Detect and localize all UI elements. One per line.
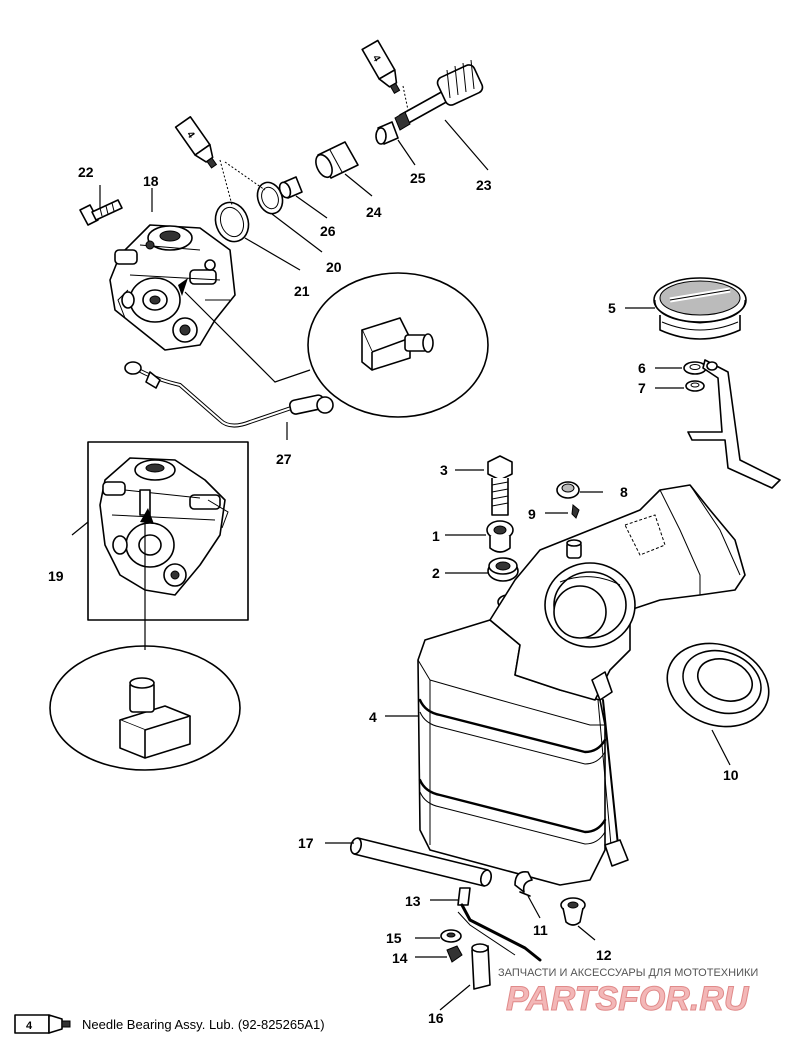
callout-27: 27 <box>276 451 292 467</box>
grommet-10 <box>666 642 770 728</box>
callout-9: 9 <box>528 506 536 522</box>
tube-marker-label: 4 <box>370 53 383 64</box>
callout-10: 10 <box>723 767 739 783</box>
callout-22: 22 <box>78 164 94 180</box>
driven-gear-shaft <box>394 59 484 131</box>
lubricant-tube-icon: 4 <box>361 39 401 94</box>
callout-23: 23 <box>476 177 492 193</box>
screw-9 <box>571 504 580 519</box>
plug-12 <box>560 897 586 926</box>
callout-20: 20 <box>326 259 342 275</box>
bolt-3 <box>487 455 513 516</box>
callout-17: 17 <box>298 835 314 851</box>
lubricant-tube-icon: 4 <box>174 116 218 169</box>
callout-18: 18 <box>143 173 159 189</box>
callout-7: 7 <box>638 380 646 396</box>
oil-line-27 <box>124 361 334 428</box>
callout-25: 25 <box>410 170 426 186</box>
callout-3: 3 <box>440 462 448 478</box>
callout-5: 5 <box>608 300 616 316</box>
detail-magnifier-upper <box>307 272 489 418</box>
washer-2 <box>487 557 519 582</box>
callout-21: 21 <box>294 283 310 299</box>
detail-magnifier-lower <box>49 645 241 771</box>
tube-marker-label: 4 <box>184 130 196 141</box>
bushing-cap <box>375 121 399 145</box>
washer-7 <box>685 380 705 392</box>
bushing <box>278 176 303 199</box>
oil-line-13 <box>457 887 542 962</box>
oil-pump-18 <box>109 224 236 351</box>
watermark-logo: PARTSFOR.RU <box>506 980 750 1018</box>
o-ring-20 <box>256 181 284 215</box>
legend-marker: 4 <box>26 1020 33 1032</box>
callout-6: 6 <box>638 360 646 376</box>
callout-26: 26 <box>320 223 336 239</box>
callout-14: 14 <box>392 950 408 966</box>
watermark-tagline: ЗАПЧАСТИ И АКСЕССУАРЫ ДЛЯ МОТОТЕХНИКИ <box>498 967 758 979</box>
legend-text: Needle Bearing Assy. Lub. (92-825265A1) <box>82 1017 325 1032</box>
clamp-11 <box>514 870 533 897</box>
grommet-8 <box>556 481 580 499</box>
callout-8: 8 <box>620 484 628 500</box>
spacer-16 <box>471 943 491 990</box>
callout-12: 12 <box>596 947 612 963</box>
nut-14 <box>446 945 463 963</box>
oil-pump-19 <box>99 457 229 596</box>
pump-19-frame <box>87 441 249 621</box>
grommet-1 <box>486 520 514 553</box>
lubricant-tube-icon: 4 <box>14 1014 71 1034</box>
hose-17 <box>349 837 493 887</box>
callout-11: 11 <box>533 922 548 938</box>
filler-cap-5 <box>653 277 747 340</box>
legend: 4 Needle Bearing Assy. Lub. (92-825265A1… <box>14 1014 325 1034</box>
callout-4: 4 <box>369 709 377 725</box>
sleeve <box>315 141 359 179</box>
o-ring-21 <box>214 201 250 243</box>
watermark: ЗАПЧАСТИ И АКСЕССУАРЫ ДЛЯ МОТОТЕХНИКИ PA… <box>498 967 758 1019</box>
callout-15: 15 <box>386 930 402 946</box>
callout-16: 16 <box>428 1010 444 1026</box>
bracket <box>687 359 781 489</box>
callout-19: 19 <box>48 568 64 584</box>
callout-13: 13 <box>405 893 421 909</box>
callout-24: 24 <box>366 204 382 220</box>
callout-2: 2 <box>432 565 440 581</box>
oil-tank-4 <box>417 484 746 886</box>
bolt-22 <box>79 199 123 226</box>
callout-1: 1 <box>432 528 440 544</box>
